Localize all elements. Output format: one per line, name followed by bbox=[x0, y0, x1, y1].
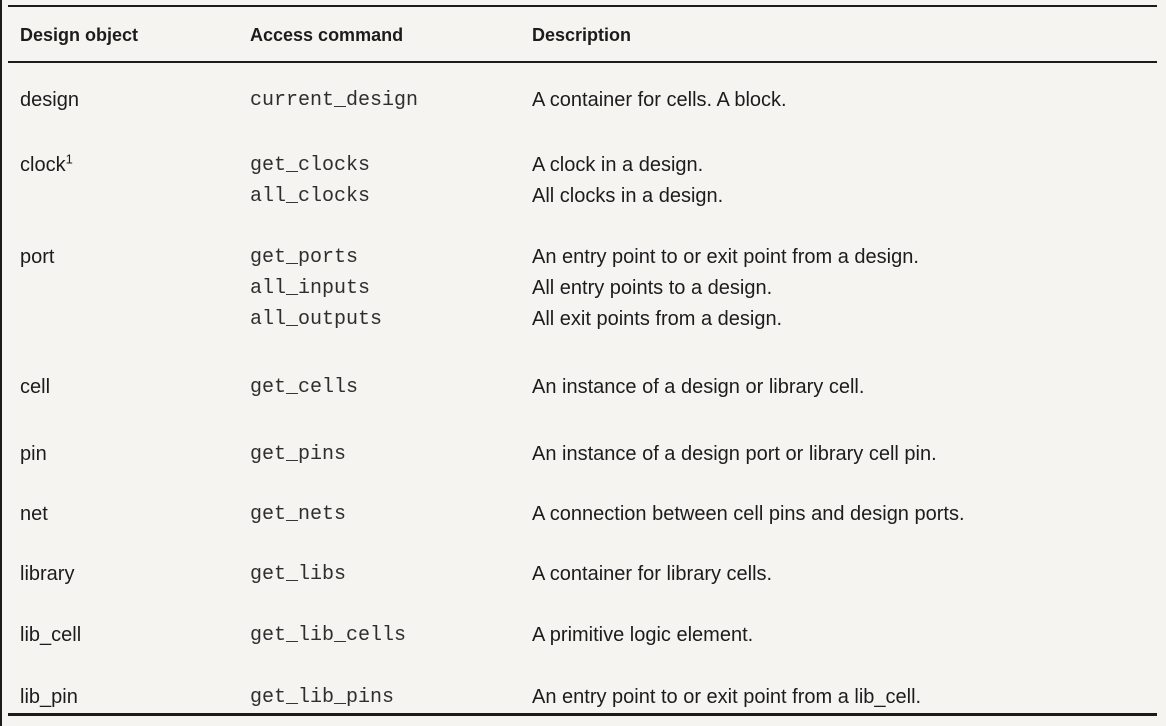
access-commands: get_ports all_inputs all_outputs bbox=[250, 212, 532, 335]
description-line: A container for library cells. bbox=[532, 563, 773, 585]
description-line: All exit points from a design. bbox=[532, 308, 783, 330]
description-line: All entry points to a design. bbox=[532, 277, 773, 299]
command-line: get_clocks bbox=[250, 154, 371, 177]
header-access-command: Access command bbox=[250, 25, 404, 45]
object-name: pin bbox=[20, 443, 47, 465]
descriptions: A clock in a design. All clocks in a des… bbox=[532, 116, 1157, 212]
descriptions: An instance of a design or library cell. bbox=[532, 335, 1157, 403]
descriptions: A container for cells. A block. bbox=[532, 62, 1157, 116]
table-row: lib_cell get_lib_cells A primitive logic… bbox=[8, 590, 1157, 651]
object-name: net bbox=[20, 503, 48, 525]
description-line: A container for cells. A block. bbox=[532, 89, 787, 111]
object-name: lib_pin bbox=[20, 686, 78, 708]
table-row: cell get_cells An instance of a design o… bbox=[8, 335, 1157, 403]
object-name: clock1 bbox=[8, 116, 250, 212]
description-line: A primitive logic element. bbox=[532, 624, 754, 646]
descriptions: An entry point to or exit point from a d… bbox=[532, 212, 1157, 335]
table-row: port get_ports all_inputs all_outputs An… bbox=[8, 212, 1157, 335]
access-commands: get_pins bbox=[250, 403, 532, 470]
description-line: A connection between cell pins and desig… bbox=[532, 503, 965, 525]
table-header: Design object Access command Description bbox=[8, 6, 1157, 62]
command-line: get_libs bbox=[250, 563, 347, 586]
description-line: An entry point to or exit point from a d… bbox=[532, 246, 919, 268]
description-line: A clock in a design. bbox=[532, 154, 704, 176]
command-line: get_pins bbox=[250, 443, 347, 466]
command-line: all_inputs bbox=[250, 277, 371, 300]
table-header-row: Design object Access command Description bbox=[8, 6, 1157, 62]
access-commands: get_nets bbox=[250, 470, 532, 530]
description-line: An instance of a design or library cell. bbox=[532, 376, 865, 398]
descriptions: An entry point to or exit point from a l… bbox=[532, 651, 1157, 715]
command-line: get_lib_cells bbox=[250, 624, 407, 647]
object-name: design bbox=[20, 89, 79, 111]
table-row: design current_design A container for ce… bbox=[8, 62, 1157, 116]
description-line: An instance of a design port or library … bbox=[532, 443, 937, 465]
descriptions: A container for library cells. bbox=[532, 530, 1157, 590]
description-line: All clocks in a design. bbox=[532, 185, 724, 207]
descriptions: A primitive logic element. bbox=[532, 590, 1157, 651]
table-row: library get_libs A container for library… bbox=[8, 530, 1157, 590]
access-commands: get_lib_cells bbox=[250, 590, 532, 651]
command-line: get_cells bbox=[250, 376, 359, 399]
header-design-object: Design object bbox=[20, 25, 139, 45]
page-left-edge-line bbox=[0, 0, 2, 726]
command-line: get_lib_pins bbox=[250, 686, 395, 709]
table-row: lib_pin get_lib_pins An entry point to o… bbox=[8, 651, 1157, 715]
design-objects-table: Design object Access command Description… bbox=[8, 5, 1157, 716]
command-line: all_clocks bbox=[250, 185, 371, 208]
table-row: pin get_pins An instance of a design por… bbox=[8, 403, 1157, 470]
object-name: library bbox=[20, 563, 75, 585]
command-line: get_ports bbox=[250, 246, 359, 269]
object-name: lib_cell bbox=[20, 624, 82, 646]
access-commands: get_libs bbox=[250, 530, 532, 590]
descriptions: A connection between cell pins and desig… bbox=[532, 470, 1157, 530]
table-row: net get_nets A connection between cell p… bbox=[8, 470, 1157, 530]
command-line: all_outputs bbox=[250, 308, 383, 331]
object-name: cell bbox=[20, 376, 51, 398]
command-line: get_nets bbox=[250, 503, 347, 526]
command-line: current_design bbox=[250, 89, 419, 112]
footnote-marker: 1 bbox=[65, 151, 73, 167]
object-name: port bbox=[20, 246, 55, 268]
access-commands: current_design bbox=[250, 62, 532, 116]
object-name-text: clock bbox=[20, 154, 66, 176]
description-line: An entry point to or exit point from a l… bbox=[532, 686, 922, 708]
descriptions: An instance of a design port or library … bbox=[532, 403, 1157, 470]
access-commands: get_clocks all_clocks bbox=[250, 116, 532, 212]
table-row: clock1 get_clocks all_clocks A clock in … bbox=[8, 116, 1157, 212]
access-commands: get_cells bbox=[250, 335, 532, 403]
access-commands: get_lib_pins bbox=[250, 651, 532, 715]
header-description: Description bbox=[532, 25, 632, 45]
